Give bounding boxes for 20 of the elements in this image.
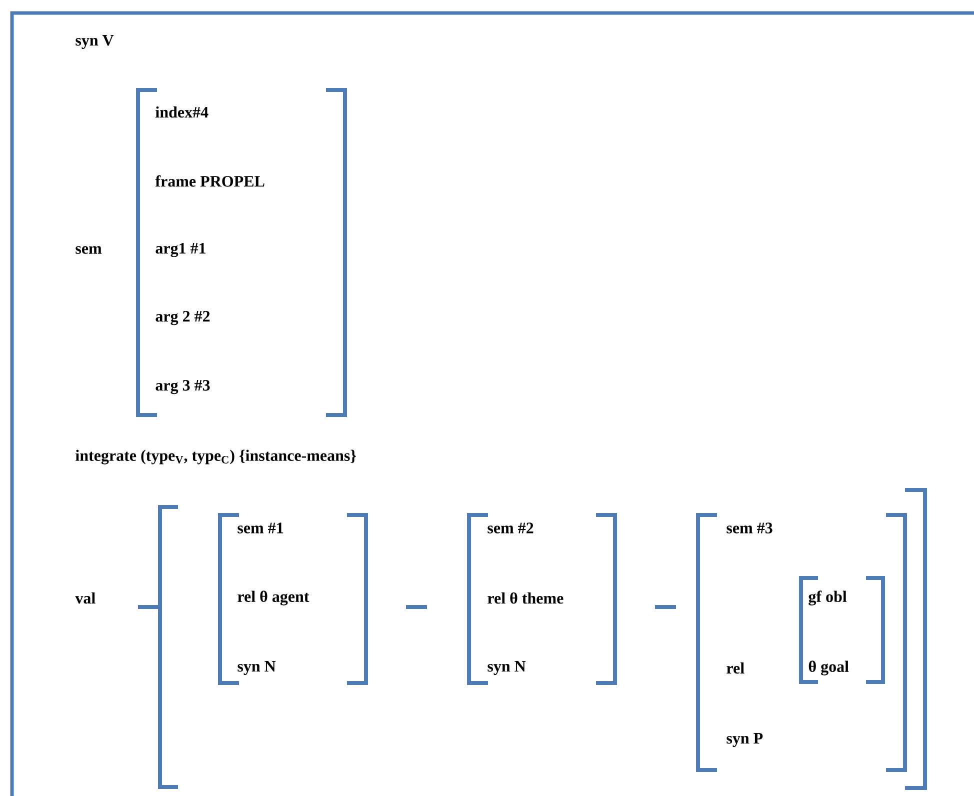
- feature-label: sem #3: [726, 522, 772, 534]
- feature-label: val: [75, 592, 96, 604]
- feature-label: arg 3 #3: [156, 380, 210, 394]
- feature-label: sem: [76, 246, 102, 254]
- feature-label: gf obl: [808, 590, 847, 606]
- feature-label: rel: [726, 662, 744, 674]
- feature-label: integrate (type$_{V}$, type$_{C}$) {instance-means}: [76, 450, 356, 464]
- feature-label: syn N: [488, 661, 526, 675]
- feature-label: rel θ agent: [238, 590, 310, 606]
- feature-label: frame PROPEL: [155, 175, 264, 187]
- feature-label: sem #1: [238, 522, 284, 534]
- feature-label: θ goal: [808, 660, 849, 676]
- feature-label: syn V: [76, 35, 114, 49]
- feature-label: arg1 #1: [156, 242, 206, 258]
- feature-label: arg 2 #2: [156, 310, 210, 326]
- feature-label: sem #2: [488, 522, 534, 534]
- feature-label: syn N: [238, 661, 276, 675]
- feature-label: syn P: [726, 733, 763, 747]
- feature-label: index#4: [156, 106, 208, 118]
- feature-label: rel θ theme: [488, 592, 564, 604]
